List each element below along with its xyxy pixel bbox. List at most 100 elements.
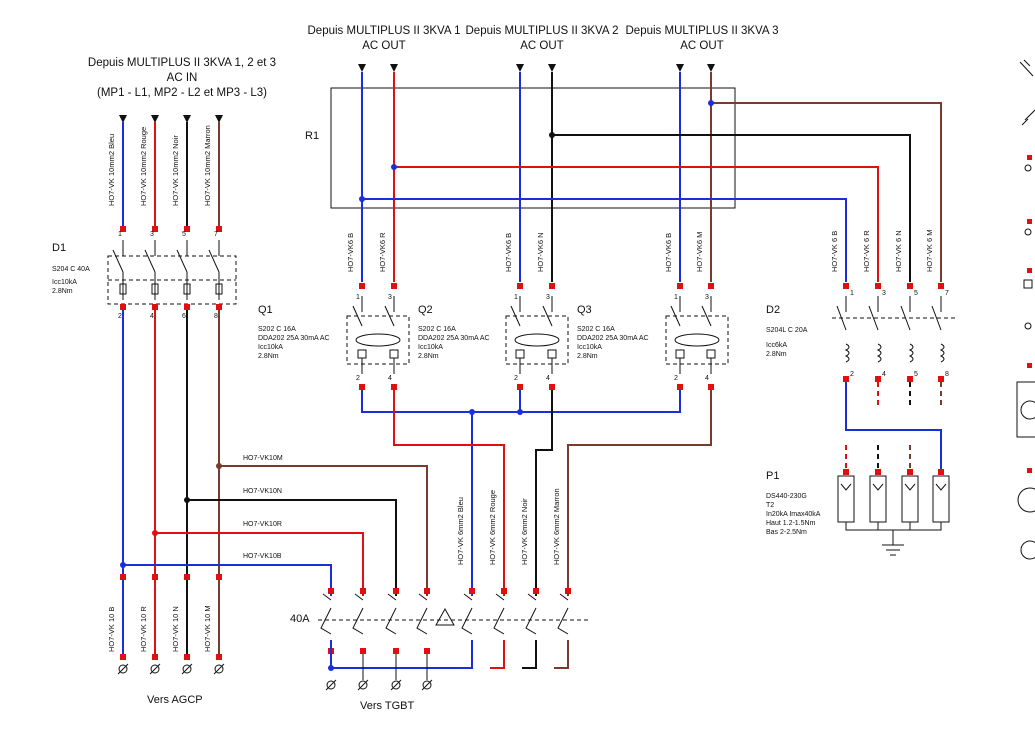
d1-term-5: 5 [182,231,186,238]
spec-q1-2: Icc10kA [258,344,283,351]
bus-label-r: HO7-VK10R [243,521,282,528]
cable-tgbt-marron: HO7-VK 6mm2 Marron [552,488,561,565]
cable-in-bleu: HO7-VK 10mm2 Bleu [107,133,116,206]
main-switch-markers [328,588,571,654]
spec-p1-4: Bas 2-2.5Nm [766,529,807,536]
specs-q1: S202 C 16A DDA202 25A 30mA AC Icc10kA 2.… [258,325,330,361]
d2-breaker [832,296,958,363]
specs-q3: S202 C 16A DDA202 25A 30mA AC Icc10kA 2.… [577,325,649,361]
q2-term-4: 4 [546,375,550,382]
cable-d2-m: HO7-VK 6 M [925,229,934,272]
label-q1: Q1 [258,304,273,316]
q3-term-4: 4 [705,375,709,382]
spec-p1-0: DS440-230G [766,493,807,500]
spec-q3-0: S202 C 16A [577,326,615,333]
label-r1: R1 [305,130,320,142]
cable-tgbt-rouge: HO7-VK 6mm2 Rouge [488,489,497,565]
spec-d1-0: S204 C 40A [52,266,90,273]
label-q2: Q2 [418,304,433,316]
spec-p1-1: T2 [766,502,775,509]
d2-term-2: 2 [850,371,854,378]
header-mp3-line2: AC OUT [680,40,724,52]
cable-tgbt-bleu: HO7-VK 6mm2 Bleu [456,497,465,565]
cable-in-rouge: HO7-VK 10mm2 Rouge [139,126,148,206]
q-breakers [346,296,729,374]
d1-term-2: 2 [118,313,122,320]
cable-agcp-n: HO7-VK 10 N [171,606,180,652]
p1-surge-protector [837,475,950,556]
r1-frame [330,87,736,209]
cable-q1-b: HO7-VK6 B [346,232,355,272]
cable-q1-r: HO7-VK6 R [378,232,387,272]
cable-d2-r: HO7-VK 6 R [862,230,871,272]
cable-agcp-m: HO7-VK 10 M [203,605,212,652]
q1-term-4: 4 [388,375,392,382]
label-d1: D1 [52,242,67,254]
cable-d2-n: HO7-VK 6 N [894,230,903,272]
spec-d1-2: 2.8Nm [52,288,73,295]
d1-breaker [107,240,237,305]
header-ac-in-line1: Depuis MULTIPLUS II 3KVA 1, 2 et 3 [87,57,277,69]
spec-q1-1: DDA202 25A 30mA AC [258,335,330,342]
edge-symbols [1016,59,1035,560]
spec-q3-1: DDA202 25A 30mA AC [577,335,649,342]
cable-d2-b: HO7-VK 6 B [830,230,839,272]
spec-q2-2: Icc10kA [418,344,443,351]
header-mp1-line1: Depuis MULTIPLUS II 3KVA 1 [307,25,461,37]
header-mp2-line2: AC OUT [520,40,564,52]
label-p1: P1 [766,470,780,482]
d2-terminals [843,283,944,382]
bus-label-m: HO7-VK10M [243,455,283,462]
cable-agcp-b: HO7-VK 10 B [107,606,116,652]
d1-terminals [120,226,222,310]
header-mp2-line1: Depuis MULTIPLUS II 3KVA 2 [465,25,619,37]
spec-q2-3: 2.8Nm [418,353,439,360]
q-terminals [359,283,714,390]
label-q3: Q3 [577,304,592,316]
header-ac-in-line3: (MP1 - L1, MP2 - L2 et MP3 - L3) [96,87,267,99]
spec-q3-3: 2.8Nm [577,353,598,360]
d1-term-1: 1 [118,231,122,238]
bus-junctions [120,463,222,568]
spec-q2-1: DDA202 25A 30mA AC [418,335,490,342]
q2-term-3: 3 [546,294,550,301]
main-switch-output-wires [330,640,569,669]
edge-markers [1027,155,1032,473]
r1-junctions [359,100,714,202]
d2-term-5b: 5 [914,371,918,378]
d1-input-wires [122,122,220,228]
q1-term-3: 3 [388,294,392,301]
header-mp1-out: Depuis MULTIPLUS II 3KVA 1 AC OUT [304,24,464,54]
specs-p1: DS440-230G T2 In20kA Imax40kA Haut 1.2-1… [766,492,820,537]
p1-terminals [843,469,944,475]
cable-q2-n: HO7-VK6 N [536,232,545,272]
d2-term-5: 5 [914,290,918,297]
q-output-wires [361,390,712,596]
cable-in-noir: HO7-VK 10mm2 Noir [171,135,180,206]
header-mp3-out: Depuis MULTIPLUS II 3KVA 3 AC OUT [622,24,782,54]
cable-q2-b: HO7-VK6 B [504,232,513,272]
spec-d2-2: 2.8Nm [766,351,787,358]
spec-q1-3: 2.8Nm [258,353,279,360]
cable-agcp-r: HO7-VK 10 R [139,606,148,652]
spec-p1-2: In20kA Imax40kA [766,511,821,518]
bus-wires [123,465,428,596]
d2-term-7: 7 [945,290,949,297]
q-neutral-junction [469,409,475,415]
spec-d1-1: Icc10kA [52,279,77,286]
d1-term-7: 7 [214,231,218,238]
label-vers-agcp: Vers AGCP [147,694,203,706]
label-40a: 40A [290,613,310,625]
spec-q1-0: S202 C 16A [258,326,296,333]
cable-tgbt-noir: HO7-VK 6mm2 Noir [520,498,529,565]
specs-q2: S202 C 16A DDA202 25A 30mA AC Icc10kA 2.… [418,325,490,361]
q3-term-3: 3 [705,294,709,301]
tgbt-terminals [325,654,433,691]
main-switch-40a [318,593,590,635]
d1-term-8: 8 [214,313,218,320]
d1-output-wires [122,310,220,655]
specs-d1: S204 C 40A Icc10kA 2.8Nm [52,265,90,296]
q3-term-2: 2 [674,375,678,382]
spec-q3-2: Icc10kA [577,344,602,351]
